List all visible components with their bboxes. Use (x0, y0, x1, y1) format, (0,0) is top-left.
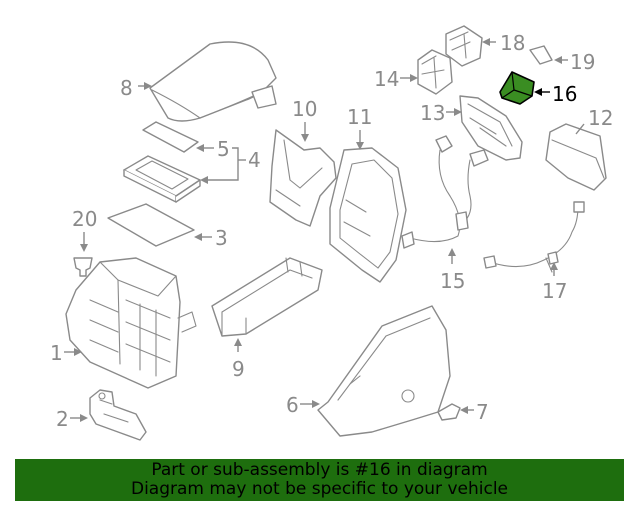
part-11-console-side-panel[interactable] (329, 147, 407, 283)
arrow-19 (554, 56, 562, 64)
arrow-11 (356, 142, 364, 150)
callout-20: 20 (72, 207, 97, 231)
part-15-wire-harness[interactable] (401, 135, 489, 249)
callout-7: 7 (476, 400, 489, 424)
part-1-console-box[interactable] (65, 257, 197, 389)
part-14-switch[interactable] (417, 49, 453, 95)
callout-15: 15 (440, 269, 465, 293)
parts-diagram: 8 5 4 3 20 1 (50, 25, 613, 441)
part-6-front-panel[interactable] (317, 305, 451, 437)
callout-17: 17 (542, 279, 567, 303)
callout-11: 11 (347, 105, 372, 129)
part-7-cap[interactable] (437, 403, 461, 421)
callout-6: 6 (286, 393, 299, 417)
callout-13: 13 (420, 101, 445, 125)
callout-5: 5 (217, 137, 230, 161)
part-16-highlighted[interactable] (499, 71, 535, 105)
arrow-15 (448, 248, 456, 256)
callout-9: 9 (232, 357, 245, 381)
callout-18: 18 (500, 31, 525, 55)
part-3-mat[interactable] (107, 203, 195, 247)
part-18-switch[interactable] (445, 25, 483, 67)
part-5-tray-pad[interactable] (142, 121, 199, 153)
part-8-armrest-lid[interactable] (149, 41, 277, 122)
arrow-13 (454, 108, 462, 116)
arrow-9 (234, 338, 242, 346)
arrow-1 (74, 348, 82, 356)
arrow-17 (550, 262, 558, 270)
arrow-10 (301, 134, 309, 142)
part-9-air-duct[interactable] (211, 257, 323, 337)
callout-12: 12 (588, 106, 613, 130)
callout-16: 16 (552, 82, 577, 106)
arrow-2 (80, 414, 88, 422)
callout-3: 3 (215, 226, 228, 250)
part-13-switch-bezel[interactable] (459, 95, 523, 161)
callout-19: 19 (570, 50, 595, 74)
arrow-14 (410, 74, 418, 82)
banner-line-2: Diagram may not be specific to your vehi… (130, 479, 508, 499)
callout-4: 4 (248, 148, 261, 172)
callout-8: 8 (120, 76, 133, 100)
part-20-clip[interactable] (73, 257, 93, 277)
part-10-side-trim[interactable] (269, 129, 337, 227)
arrow-18 (482, 38, 490, 46)
banner-line-1: Part or sub-assembly is #16 in diagram (151, 460, 488, 480)
notice-banner: Part or sub-assembly is #16 in diagram D… (15, 459, 624, 501)
callout-14: 14 (374, 67, 399, 91)
arrow-5 (196, 144, 204, 152)
arrow-8 (144, 82, 152, 90)
part-19-clip[interactable] (529, 45, 553, 65)
arrow-3 (194, 233, 202, 241)
arrow-7 (460, 406, 468, 414)
part-17-wire-harness[interactable] (483, 201, 585, 273)
callout-10: 10 (292, 97, 317, 121)
part-12-cover[interactable] (545, 123, 607, 191)
callout-1: 1 (50, 341, 63, 365)
callout-2: 2 (56, 407, 69, 431)
part-2-bracket[interactable] (89, 389, 147, 441)
arrow-20 (80, 244, 88, 252)
leader-12 (575, 123, 585, 135)
bracket-4 (204, 147, 239, 181)
arrow-4 (200, 176, 208, 184)
arrow-6 (312, 400, 320, 408)
part-4-storage-tray[interactable] (123, 155, 201, 203)
arrow-16 (534, 88, 542, 96)
